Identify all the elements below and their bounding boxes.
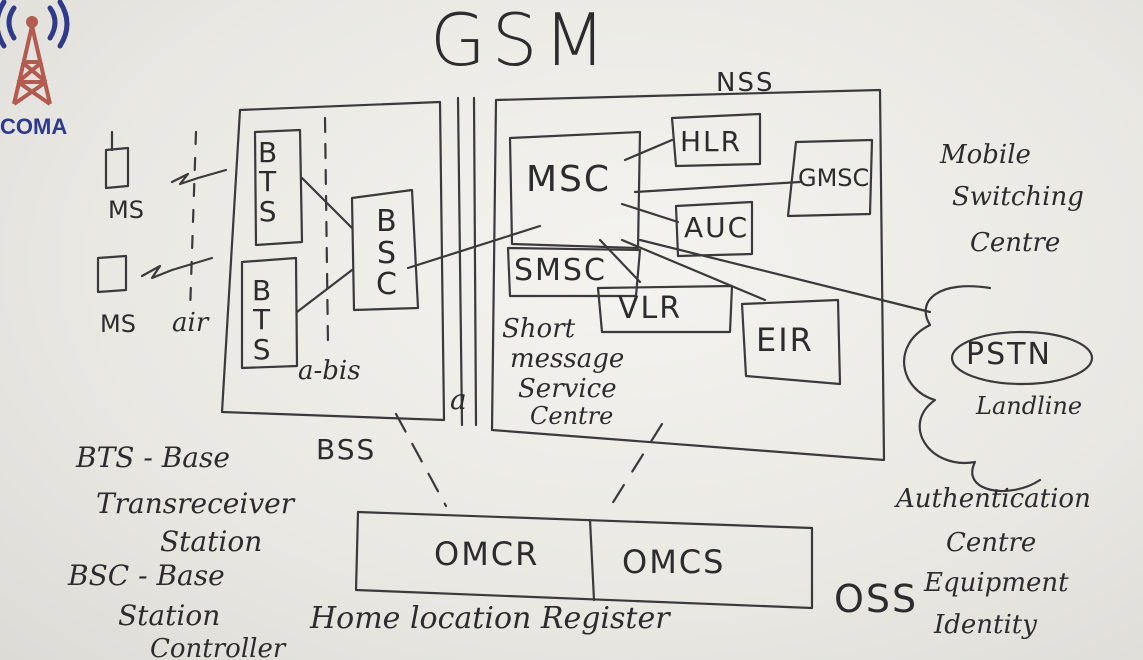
bts-top-box <box>253 128 304 247</box>
pstn-ellipse <box>950 330 1094 386</box>
bts-bottom-letter-t: T <box>253 303 271 337</box>
right-note-line: Authentication <box>896 484 1091 514</box>
pstn-cloud <box>903 285 1042 493</box>
bts-top-letters: B T S <box>258 136 278 228</box>
right-note-line: Centre <box>946 528 1037 558</box>
gmsc-box <box>786 138 874 218</box>
smsc-box <box>506 246 642 298</box>
ms-bottom-device <box>96 254 128 294</box>
vlr-label: VLR <box>618 291 683 326</box>
bsc-box <box>350 188 420 312</box>
nss-box <box>490 88 886 462</box>
a-interface-line-1 <box>456 96 464 427</box>
eir-label: EIR <box>756 321 814 359</box>
bsc-note-line: BSC - Base <box>68 559 225 592</box>
bts-top-letter-b: B <box>258 136 278 169</box>
pstn-sub-label: Landline <box>976 392 1083 420</box>
msc-note-line: Centre <box>970 228 1061 258</box>
a-interface-label: a <box>450 383 467 416</box>
hlr-note: Home location Register <box>310 601 670 636</box>
hlr-label: HLR <box>680 125 743 158</box>
bts-note-line: Transreceiver <box>96 487 295 520</box>
page-title: GSM <box>430 0 612 82</box>
bts-note-line: Station <box>160 525 263 558</box>
gmsc-label: GMSC <box>798 164 870 192</box>
abis-label: a-bis <box>298 356 361 386</box>
bsc-msc-link <box>406 224 542 270</box>
auc-label: AUC <box>684 211 750 244</box>
omcr-label: OMCR <box>434 535 540 573</box>
msc-pstn-link <box>638 238 932 314</box>
bts-bsc-link-bottom <box>295 268 354 314</box>
msc-eir-link <box>620 238 767 302</box>
msc-gmsc-link <box>633 180 802 194</box>
ms-bottom-label: MS <box>100 310 136 338</box>
msc-hlr-link <box>623 138 674 162</box>
bts-bottom-box <box>240 256 299 370</box>
bss-label: BSS <box>316 433 377 466</box>
omcs-label: OMCS <box>622 543 726 581</box>
ms-bottom-wave <box>140 256 214 280</box>
oss-box <box>354 510 814 610</box>
ms-top-label: MS <box>108 196 144 224</box>
bsc-letters: B S C <box>376 206 397 301</box>
msc-label: MSC <box>526 159 612 200</box>
msc-box <box>508 130 642 250</box>
bts-top-letter-s: S <box>258 194 277 228</box>
msc-note-line: Switching <box>952 182 1084 212</box>
vlr-box <box>596 284 734 334</box>
smsc-note-line: message <box>510 344 625 374</box>
right-note-line: Identity <box>934 610 1037 640</box>
abis-dashed-line <box>323 116 330 347</box>
nss-oss-dashed <box>610 422 664 506</box>
eir-box <box>740 298 842 386</box>
ms-top-device <box>104 146 130 190</box>
hlr-box <box>670 112 762 168</box>
oss-label: OSS <box>834 577 919 621</box>
bts-bottom-letter-b: B <box>252 274 272 307</box>
smsc-note-line: Centre <box>530 402 614 430</box>
bts-bsc-link-top <box>300 176 354 230</box>
msc-vlr-link <box>598 238 642 284</box>
radio-tower-icon <box>0 0 70 106</box>
bsc-letter-s: S <box>376 235 396 271</box>
air-dashed-line <box>188 130 198 314</box>
bsc-note-line: Controller <box>150 634 286 660</box>
a-interface-line-2 <box>472 96 478 427</box>
bss-box <box>220 100 446 422</box>
bts-note-line: BTS - Base <box>76 441 230 474</box>
nss-label: NSS <box>716 68 775 98</box>
bts-bottom-letter-s: S <box>252 332 271 366</box>
bsc-letter-b: B <box>376 204 397 239</box>
bts-top-letter-t: T <box>259 165 277 199</box>
right-note-line: Equipment <box>924 568 1069 598</box>
bss-oss-dashed <box>394 412 448 508</box>
bsc-note-line: Station <box>118 599 221 632</box>
smsc-note-line: Service <box>518 374 617 404</box>
logo-text: COMA <box>0 114 68 139</box>
air-label: air <box>172 308 209 338</box>
auc-box <box>674 200 754 258</box>
bts-bottom-letters: B T S <box>252 274 272 366</box>
msc-note-line: Mobile <box>940 140 1031 170</box>
pstn-label: PSTN <box>966 337 1052 372</box>
bsc-letter-c: C <box>376 267 397 302</box>
smsc-note-line: Short <box>502 314 576 344</box>
msc-auc-link <box>620 202 680 224</box>
ms-top-wave <box>170 168 228 186</box>
smsc-label: SMSC <box>514 253 607 288</box>
oss-divider <box>588 518 596 602</box>
